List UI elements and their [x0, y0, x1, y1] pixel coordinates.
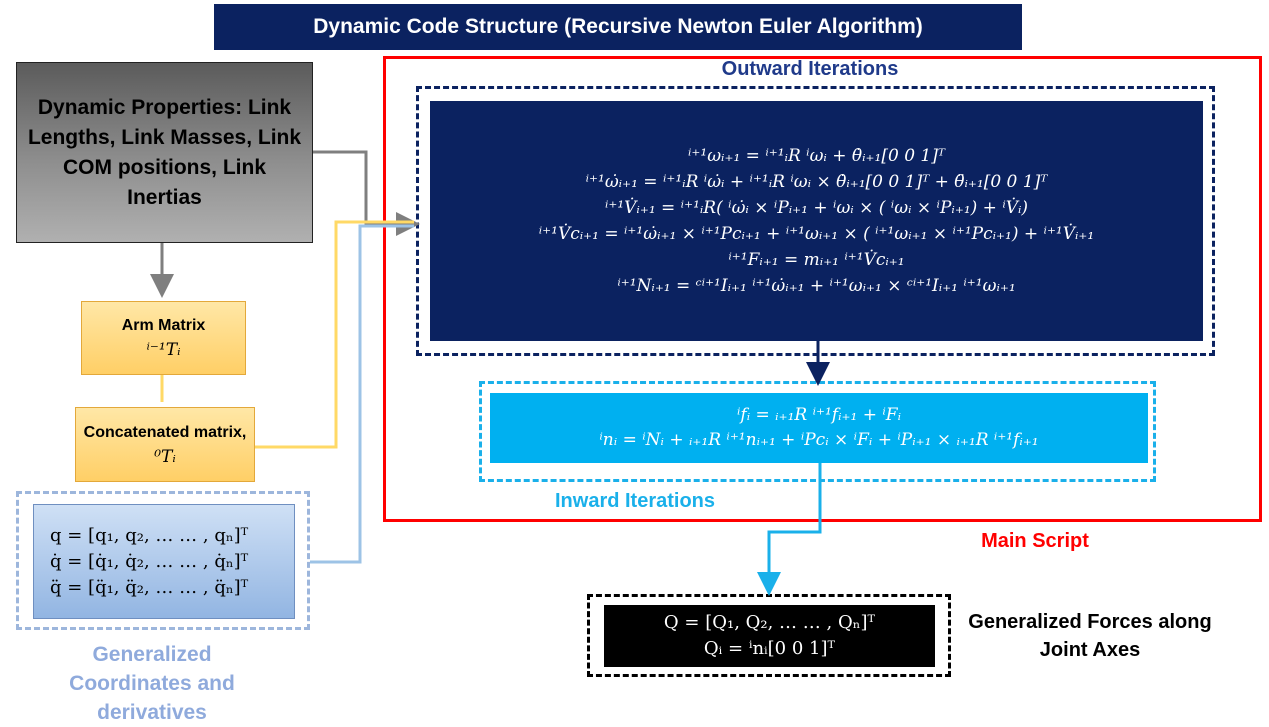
coordinates-dashed-frame — [16, 491, 310, 630]
concatenated-matrix-label: Concatenated matrix, — [83, 423, 247, 441]
inward-eq-moment: ⁱnᵢ = ⁱNᵢ + ᵢ₊₁R ⁱ⁺¹nᵢ₊₁ + ⁱPcᵢ × ⁱFᵢ + … — [599, 430, 1039, 450]
arm-matrix-box: Arm Matrix ⁱ⁻¹Tᵢ — [81, 301, 246, 375]
inward-eq-force: ⁱfᵢ = ᵢ₊₁R ⁱ⁺¹fᵢ₊₁ + ⁱFᵢ — [737, 405, 901, 425]
arrow-properties-to-outward — [313, 150, 420, 236]
generalized-forces-caption: Generalized Forces along Joint Axes — [968, 611, 1212, 661]
outward-eq-vc-dot: ⁱ⁺¹V̇cᵢ₊₁ = ⁱ⁺¹ω̇ᵢ₊₁ × ⁱ⁺¹Pcᵢ₊₁ + ⁱ⁺¹ωᵢ₊… — [538, 224, 1095, 244]
outward-eq-moment: ⁱ⁺¹Nᵢ₊₁ = ᶜⁱ⁺¹Iᵢ₊₁ ⁱ⁺¹ω̇ᵢ₊₁ + ⁱ⁺¹ωᵢ₊₁ × … — [617, 276, 1016, 296]
concatenated-matrix-formula: ⁰Tᵢ — [154, 446, 176, 467]
outward-eq-force: ⁱ⁺¹Fᵢ₊₁ = mᵢ₊₁ ⁱ⁺¹V̇cᵢ₊₁ — [728, 250, 905, 270]
outward-eq-v-dot: ⁱ⁺¹V̇ᵢ₊₁ = ⁱ⁺¹ᵢR( ⁱω̇ᵢ × ⁱPᵢ₊₁ + ⁱωᵢ × (… — [604, 198, 1029, 218]
inward-equations-box: ⁱfᵢ = ᵢ₊₁R ⁱ⁺¹fᵢ₊₁ + ⁱFᵢ ⁱnᵢ = ⁱNᵢ + ᵢ₊₁… — [490, 393, 1148, 463]
outward-eq-omega: ⁱ⁺¹ωᵢ₊₁ = ⁱ⁺¹ᵢR ⁱωᵢ + θ̇ᵢ₊₁[0 0 1]ᵀ — [687, 146, 946, 166]
outward-iterations-label: Outward Iterations — [721, 58, 899, 80]
main-script-label: Main Script — [981, 530, 1089, 552]
coordinate-line-qddot: q̈ = [q̈₁, q̈₂, … … , q̈ₙ]ᵀ — [50, 576, 249, 598]
coordinates-caption: Generalized Coordinates and derivatives — [69, 643, 235, 724]
main-script-frame — [383, 56, 1262, 522]
concatenated-matrix-box: Concatenated matrix, ⁰Tᵢ — [75, 407, 255, 482]
generalized-forces-box: Q = [Q₁, Q₂, … … , Qₙ]ᵀ Qᵢ = ⁱnᵢ[0 0 1]ᵀ — [604, 605, 935, 667]
forces-line-qi: Qᵢ = ⁱnᵢ[0 0 1]ᵀ — [703, 638, 836, 659]
coordinate-line-q: q = [q₁, q₂, … … , qₙ]ᵀ — [50, 524, 249, 546]
dynamic-properties-box: Dynamic Properties: Link Lengths, Link M… — [16, 62, 313, 243]
coordinate-line-qdot: q̇ = [q̇₁, q̇₂, … … , q̇ₙ]ᵀ — [50, 550, 249, 572]
arrow-inward-to-forces — [757, 463, 822, 596]
arm-matrix-formula: ⁱ⁻¹Tᵢ — [146, 340, 181, 360]
line-coordinates-to-outward — [310, 224, 414, 564]
line-concatenated-to-outward — [255, 220, 414, 449]
outward-eq-omega-dot: ⁱ⁺¹ω̇ᵢ₊₁ = ⁱ⁺¹ᵢR ⁱω̇ᵢ + ⁱ⁺¹ᵢR ⁱωᵢ × θ̇ᵢ₊… — [585, 172, 1048, 192]
diagram-title: Dynamic Code Structure (Recursive Newton… — [214, 4, 1022, 50]
outward-equations-box: ⁱ⁺¹ωᵢ₊₁ = ⁱ⁺¹ᵢR ⁱωᵢ + θ̇ᵢ₊₁[0 0 1]ᵀ ⁱ⁺¹ω… — [430, 101, 1203, 341]
arm-matrix-label: Arm Matrix — [121, 317, 206, 334]
forces-line-q: Q = [Q₁, Q₂, … … , Qₙ]ᵀ — [663, 612, 876, 633]
inward-iterations-label: Inward Iterations — [554, 490, 716, 512]
coordinates-box: q = [q₁, q₂, … … , qₙ]ᵀ q̇ = [q̇₁, q̇₂, … — [33, 504, 295, 619]
